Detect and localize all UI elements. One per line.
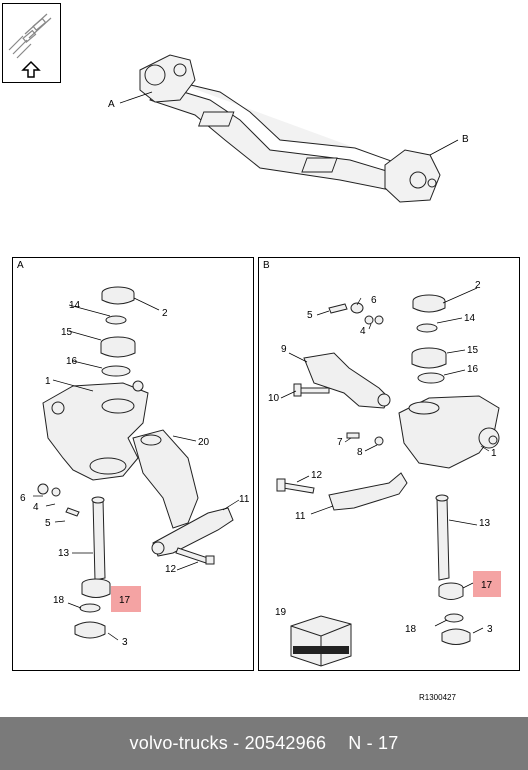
footer-part-number: 20542966 bbox=[244, 733, 327, 753]
label-16: 16 bbox=[66, 356, 78, 367]
label-6: 6 bbox=[20, 493, 26, 504]
label-19: 19 bbox=[275, 607, 287, 618]
label-18: 18 bbox=[405, 624, 417, 635]
panel-a-letter: A bbox=[17, 260, 24, 271]
label-18: 18 bbox=[53, 595, 65, 606]
label-3: 3 bbox=[487, 624, 493, 635]
label-4: 4 bbox=[360, 326, 366, 337]
footer-separator: - bbox=[227, 733, 245, 753]
label-6: 6 bbox=[371, 295, 377, 306]
label-14: 14 bbox=[464, 313, 476, 324]
panel-a-labels: 14 2 15 16 1 20 6 4 5 11 13 12 17 18 3 bbox=[20, 300, 250, 648]
label-8: 8 bbox=[357, 447, 363, 458]
label-17: 17 bbox=[481, 580, 493, 591]
highlight-17-b bbox=[473, 571, 501, 597]
label-3: 3 bbox=[122, 637, 128, 648]
label-1: 1 bbox=[491, 448, 497, 459]
label-11: 11 bbox=[295, 511, 306, 522]
label-13: 13 bbox=[58, 548, 70, 559]
label-7: 7 bbox=[337, 437, 343, 448]
label-12: 12 bbox=[165, 564, 177, 575]
footer-brand: volvo-trucks bbox=[129, 733, 228, 753]
label-5: 5 bbox=[307, 310, 313, 321]
panel-b-drawing: 6 5 4 2 14 9 15 16 10 7 8 1 12 11 13 17 … bbox=[268, 280, 501, 667]
footer-page: N - 17 bbox=[348, 733, 399, 753]
label-9: 9 bbox=[281, 344, 287, 355]
label-16: 16 bbox=[467, 364, 479, 375]
orientation-thumbnail bbox=[2, 3, 61, 83]
label-1: 1 bbox=[45, 376, 51, 387]
up-arrow-icon bbox=[21, 60, 41, 78]
panel-b-letter: B bbox=[263, 260, 270, 271]
label-20: 20 bbox=[198, 437, 210, 448]
panel-a: A bbox=[12, 257, 254, 671]
panel-b-labels: 6 5 4 2 14 9 15 16 10 7 8 1 12 11 13 17 … bbox=[268, 280, 497, 635]
footer-bar: volvo-trucks - 20542966 N - 17 bbox=[0, 717, 528, 770]
label-13: 13 bbox=[479, 518, 491, 529]
reference-code: R1300427 bbox=[419, 693, 456, 702]
hand-direction-icon bbox=[8, 13, 52, 59]
label-5: 5 bbox=[45, 518, 51, 529]
label-12: 12 bbox=[311, 470, 323, 481]
callout-a: A bbox=[108, 99, 115, 110]
label-15: 15 bbox=[467, 345, 479, 356]
label-4: 4 bbox=[33, 502, 39, 513]
label-14: 14 bbox=[69, 300, 81, 311]
label-2: 2 bbox=[475, 280, 481, 291]
highlight-17-a bbox=[111, 586, 141, 612]
label-15: 15 bbox=[61, 327, 73, 338]
panel-a-drawing: 14 2 15 16 1 20 6 4 5 11 13 12 17 18 3 bbox=[20, 286, 250, 648]
label-17: 17 bbox=[119, 595, 131, 606]
panel-b: B bbox=[258, 257, 520, 671]
label-2: 2 bbox=[162, 308, 168, 319]
label-11: 11 bbox=[239, 494, 250, 505]
front-axle-overview: A B bbox=[108, 54, 469, 203]
label-10: 10 bbox=[268, 393, 280, 404]
callout-b: B bbox=[462, 134, 469, 145]
